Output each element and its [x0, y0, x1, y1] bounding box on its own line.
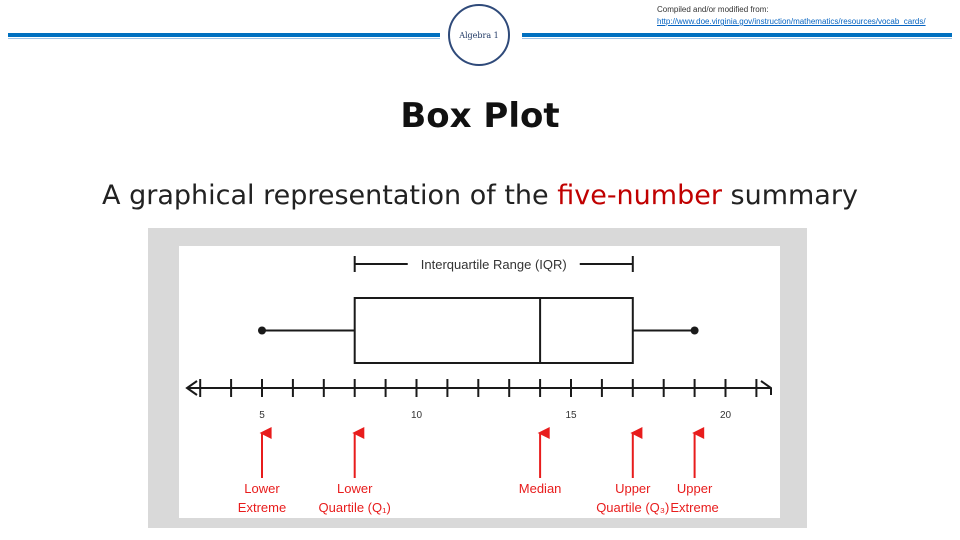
tick-label: 10 [411, 410, 423, 421]
annotation-label: Extreme [670, 500, 718, 515]
number-line-ticks [199, 379, 758, 397]
iqr-label: Interquartile Range (IQR) [421, 257, 567, 272]
annotation-label: Lower [337, 481, 373, 496]
annotation-label: Upper [615, 481, 651, 496]
upper-extreme-point [690, 326, 699, 335]
page-title: Box Plot [400, 96, 560, 136]
quartile-box [353, 297, 634, 364]
number-line-right-arrow [760, 380, 772, 395]
source-credit: Compiled and/or modified from: http://ww… [657, 4, 957, 28]
annotation-label: Upper [677, 481, 713, 496]
lower-extreme-point [258, 326, 266, 335]
annotation-label: Lower [244, 481, 280, 496]
course-badge-label: Algebra 1 [459, 31, 499, 40]
course-badge: Algebra 1 [448, 4, 510, 66]
header-bar-right [522, 33, 952, 39]
annotation-label: Extreme [238, 500, 286, 515]
source-link[interactable]: http://www.doe.virginia.gov/instruction/… [657, 17, 926, 26]
number-line-left-arrow [185, 380, 198, 396]
source-credit-label: Compiled and/or modified from: [657, 5, 769, 14]
tick-label: 5 [259, 410, 265, 421]
subtitle-text-after: summary [721, 180, 858, 211]
subtitle-highlight: five-number [557, 180, 722, 211]
tick-label: 20 [720, 410, 732, 421]
header-bar-left [8, 33, 440, 39]
page-subtitle: A graphical representation of the five-n… [0, 180, 960, 211]
subtitle-text-before: A graphical representation of the [102, 180, 558, 211]
iqr-label-background [407, 254, 580, 274]
annotation-label: Quartile (Q₁) [319, 500, 391, 515]
number-line-tick-labels: 5 10 15 20 [259, 410, 731, 421]
annotation-label: Median [519, 481, 562, 496]
tick-label: 15 [565, 410, 577, 421]
box-plot-diagram: Interquartile Range (IQR) 5 10 15 20 LowerE… [185, 254, 772, 515]
annotation-label: Quartile (Q₃) [596, 500, 669, 515]
